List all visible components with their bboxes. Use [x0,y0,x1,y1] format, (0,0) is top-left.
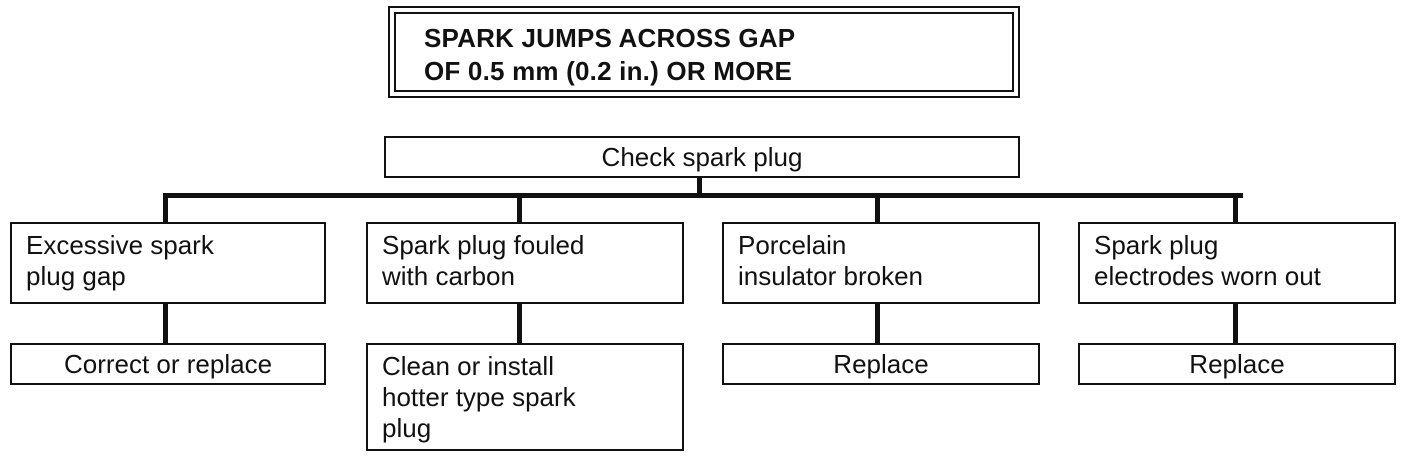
header-box: SPARK JUMPS ACROSS GAP OF 0.5 mm (0.2 in… [388,6,1020,98]
cause-1-line-1: Excessive spark [26,230,214,260]
header-line-2: OF 0.5 mm (0.2 in.) OR MORE [424,56,793,86]
check-spark-plug-box: Check spark plug [384,136,1020,178]
connector-branch-3-down [875,193,880,223]
connector-cause-4-remedy [1233,303,1238,344]
cause-4-line-2: electrodes worn out [1094,261,1321,291]
remedy-2-line-1: Clean or install [382,351,554,381]
connector-branch-2-down [517,193,522,223]
connector-cause-2-remedy [517,303,522,344]
cause-box-3: Porcelain insulator broken [722,222,1040,304]
cause-box-1: Excessive spark plug gap [10,222,326,304]
check-spark-plug-label: Check spark plug [601,142,803,172]
remedy-box-4: Replace [1078,343,1396,385]
cause-3-line-1: Porcelain [738,230,847,260]
cause-2-line-2: with carbon [382,261,515,291]
cause-1-line-2: plug gap [26,261,126,291]
connector-check-down [697,178,702,197]
cause-box-4: Spark plug electrodes worn out [1078,222,1396,304]
cause-box-2: Spark plug fouled with carbon [366,222,684,304]
remedy-2-line-2: hotter type spark [382,382,576,412]
connector-cause-1-remedy [163,303,168,344]
connector-cause-3-remedy [875,303,880,344]
remedy-1-line-1: Correct or replace [63,349,273,379]
connector-horizontal-bus [163,193,1243,198]
connector-branch-4-down [1233,193,1238,223]
remedy-box-3: Replace [722,343,1040,385]
remedy-box-2: Clean or install hotter type spark plug [366,343,684,451]
remedy-2-line-3: plug [382,413,432,443]
remedy-4-line-1: Replace [1189,349,1285,379]
cause-3-line-2: insulator broken [738,261,923,291]
header-inner-box: SPARK JUMPS ACROSS GAP OF 0.5 mm (0.2 in… [394,12,1014,92]
connector-branch-1-down [163,193,168,223]
header-line-1: SPARK JUMPS ACROSS GAP [424,23,796,53]
remedy-box-1: Correct or replace [10,343,326,385]
cause-4-line-1: Spark plug [1094,230,1219,260]
remedy-3-line-1: Replace [833,349,929,379]
cause-2-line-1: Spark plug fouled [382,230,585,260]
